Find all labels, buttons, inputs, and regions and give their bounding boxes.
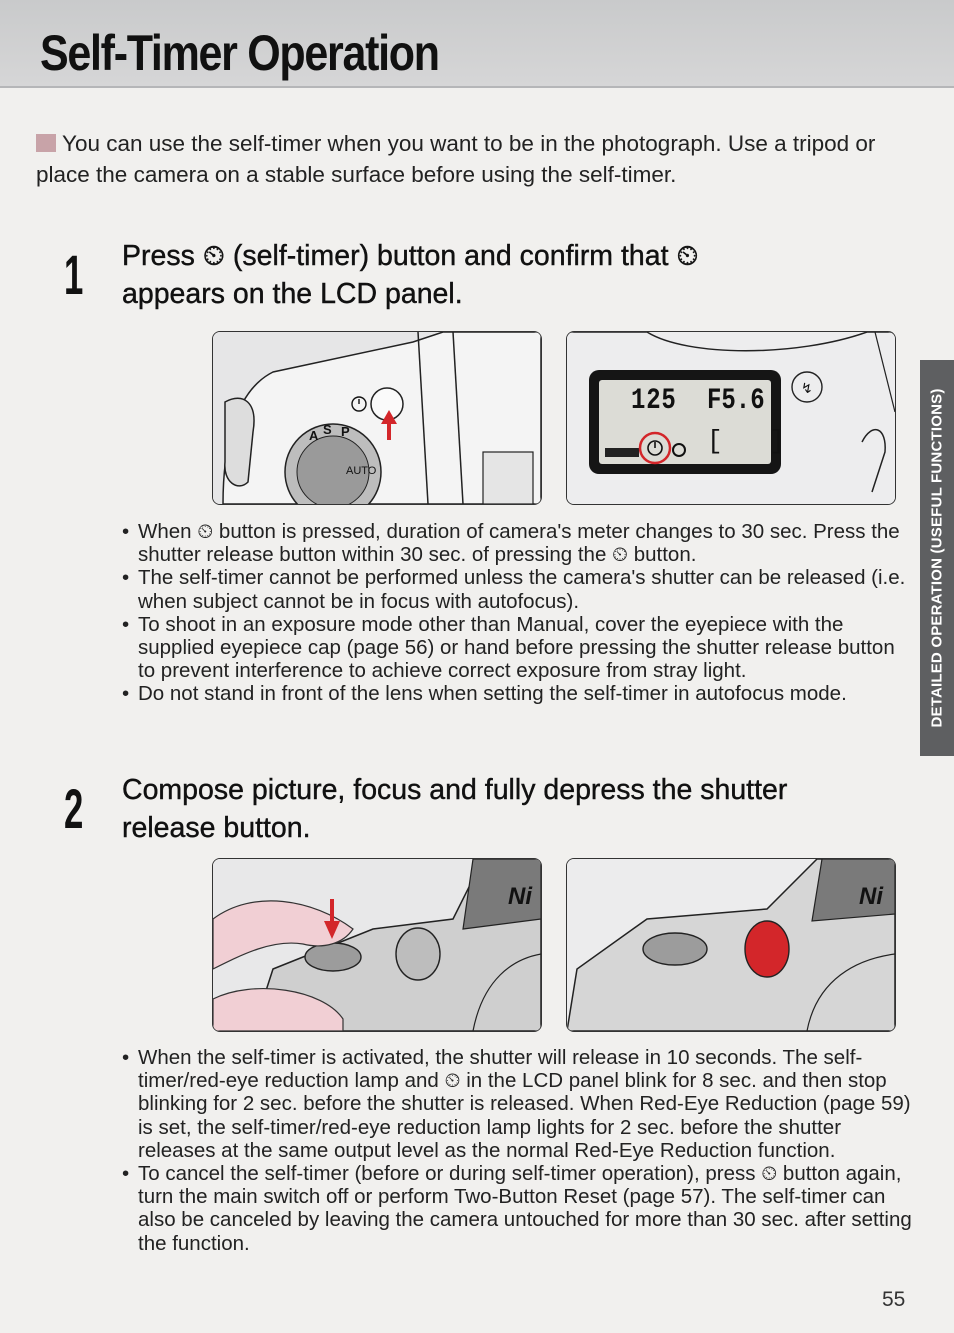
self-timer-lamp: [744, 920, 790, 978]
page-number: 55: [882, 1288, 906, 1311]
step-1-figure-lcd-panel: ↯ 125 F5.6 [ ]: [566, 331, 896, 505]
mode-dial-auto-label: AUTO: [346, 465, 377, 477]
lcd-self-timer-icon: [647, 440, 663, 456]
step-2-figure-lamp: Ni: [566, 858, 896, 1032]
step-2-heading: Compose picture, focus and fully depress…: [122, 771, 788, 847]
svg-text:A: A: [309, 428, 319, 443]
step-1-notes: •When ⏲ button is pressed, duration of c…: [122, 520, 912, 706]
step-2-heading-line1: Compose picture, focus and fully depress…: [122, 774, 788, 806]
step-2-notes: •When the self-timer is activated, the s…: [122, 1046, 912, 1255]
brand-logo: Ni: [508, 883, 533, 910]
self-timer-highlight-circle: [638, 431, 672, 465]
finger-illustration: [213, 900, 354, 970]
svg-text:S: S: [323, 422, 332, 437]
lcd-aperture: F5.6: [707, 384, 765, 418]
page-title: Self-Timer Operation: [40, 25, 440, 81]
step-1-heading-line2: appears on the LCD panel.: [122, 278, 463, 310]
step-1-heading: Press ⏲ (self-timer) button and confirm …: [122, 237, 699, 313]
list-item: •When the self-timer is activated, the s…: [122, 1046, 911, 1162]
list-item: •To cancel the self-timer (before or dur…: [122, 1162, 912, 1255]
battery-icon: [605, 448, 639, 457]
step-2-heading-line2: release button.: [122, 812, 311, 844]
intro-marker: [36, 134, 56, 152]
up-arrow-icon: [381, 410, 397, 440]
intro-paragraph: You can use the self-timer when you want…: [36, 128, 906, 190]
svg-text:↯: ↯: [801, 380, 813, 396]
side-section-tab-label: DETAILED OPERATION (USEFUL FUNCTIONS): [928, 388, 946, 728]
list-item: •To shoot in an exposure mode other than…: [122, 612, 895, 683]
list-item: •The self-timer cannot be performed unle…: [122, 566, 906, 613]
step-1-number: 1: [64, 243, 84, 306]
lcd-frame-counter: [ ]: [707, 426, 786, 456]
side-section-tab: DETAILED OPERATION (USEFUL FUNCTIONS): [920, 360, 954, 756]
step-2-figure-finger-press: Ni: [212, 858, 542, 1032]
step-2-number: 2: [64, 777, 84, 840]
self-timer-icon: [351, 396, 367, 412]
brand-logo: Ni: [859, 883, 884, 910]
svg-text:P: P: [341, 424, 350, 439]
lcd-shutter-speed: 125: [631, 384, 677, 418]
header-band: [0, 0, 954, 88]
list-item: •When ⏲ button is pressed, duration of c…: [122, 520, 900, 567]
step-1-heading-line1: Press ⏲ (self-timer) button and confirm …: [122, 240, 699, 272]
flash-button: [791, 371, 823, 403]
intro-text: You can use the self-timer when you want…: [36, 131, 876, 187]
down-arrow-icon: [324, 899, 340, 939]
list-item: •Do not stand in front of the lens when …: [122, 682, 847, 706]
red-eye-icon: [672, 443, 686, 457]
